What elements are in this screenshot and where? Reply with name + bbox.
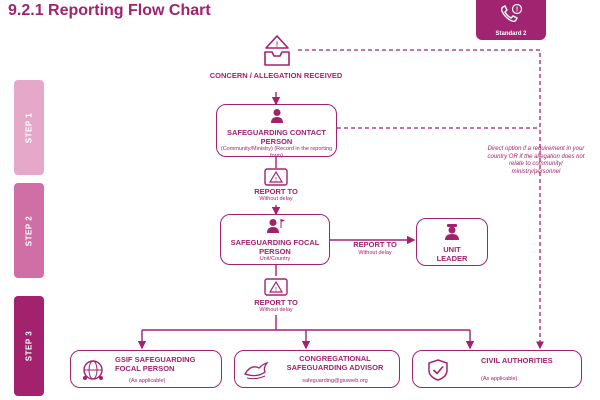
advisor-box: CONGREGATIONAL SAFEGUARDING ADVISOR safe…	[234, 350, 400, 388]
report-to-1-subtitle: Without delay	[259, 196, 293, 202]
authorities-subtitle: (As applicable)	[481, 376, 518, 382]
report-to-side-title: REPORT TO	[353, 240, 397, 249]
focal-person-box: SAFEGUARDING FOCAL PERSON Unit/Country	[220, 214, 330, 265]
report-to-side-subtitle: Without delay	[358, 250, 392, 256]
report-to-2-title: REPORT TO	[254, 298, 298, 307]
advisor-email[interactable]: safeguarding@gssweb.org	[302, 378, 368, 384]
authorities-box: CIVIL AUTHORITIES (As applicable)	[412, 350, 582, 388]
document-alert-icon: !	[264, 278, 288, 296]
step-1-bar: STEP 1	[14, 80, 44, 175]
concern-title: CONCERN / ALLEGATION RECEIVED	[209, 71, 343, 80]
globe-people-icon	[83, 360, 103, 380]
svg-text:!: !	[275, 287, 277, 293]
contact-person-title: SAFEGUARDING CONTACT PERSON	[226, 128, 327, 146]
badge-label: Standard 2	[495, 31, 527, 37]
direct-option-note: Direct option if a requirement in your c…	[487, 146, 585, 175]
person-icon	[270, 109, 283, 123]
authorities-title: CIVIL AUTHORITIES	[481, 356, 553, 365]
shield-check-icon	[428, 359, 448, 381]
inbox-alert-icon: !	[264, 35, 290, 66]
advisor-title: CONGREGATIONAL SAFEGUARDING ADVISOR	[286, 354, 384, 372]
contact-person-subtitle: (Community/Ministry) (Record in the repo…	[220, 146, 333, 159]
report-to-1-title: REPORT TO	[254, 187, 298, 196]
phone-alert-icon: !	[500, 3, 523, 23]
page-title: 9.2.1 Reporting Flow Chart	[8, 2, 211, 19]
dove-icon	[244, 361, 269, 380]
svg-text:!: !	[276, 42, 278, 49]
focal-person-subtitle: Unit/Country	[259, 256, 291, 262]
unit-leader-box: UNIT LEADER	[416, 218, 488, 266]
gsif-title: GSIF SAFEGUARDING FOCAL PERSON	[115, 355, 196, 373]
focal-person-title: SAFEGUARDING FOCAL PERSON	[230, 238, 320, 256]
gsif-box: GSIF SAFEGUARDING FOCAL PERSON (As appli…	[70, 350, 222, 388]
svg-text:!: !	[275, 177, 277, 183]
standard-badge: ! Standard 2	[476, 0, 546, 40]
unit-leader-title: UNIT LEADER	[436, 245, 468, 263]
contact-person-box: SAFEGUARDING CONTACT PERSON (Community/M…	[216, 104, 337, 159]
step-2-bar: STEP 2	[14, 183, 44, 278]
gsif-subtitle: (As applicable)	[129, 378, 166, 384]
leader-icon	[445, 224, 459, 240]
svg-text:!: !	[516, 7, 518, 14]
step-3-bar: STEP 3	[14, 296, 44, 396]
document-alert-icon: !	[264, 168, 288, 186]
report-to-2-subtitle: Without delay	[259, 307, 293, 313]
person-flag-icon	[267, 219, 285, 233]
